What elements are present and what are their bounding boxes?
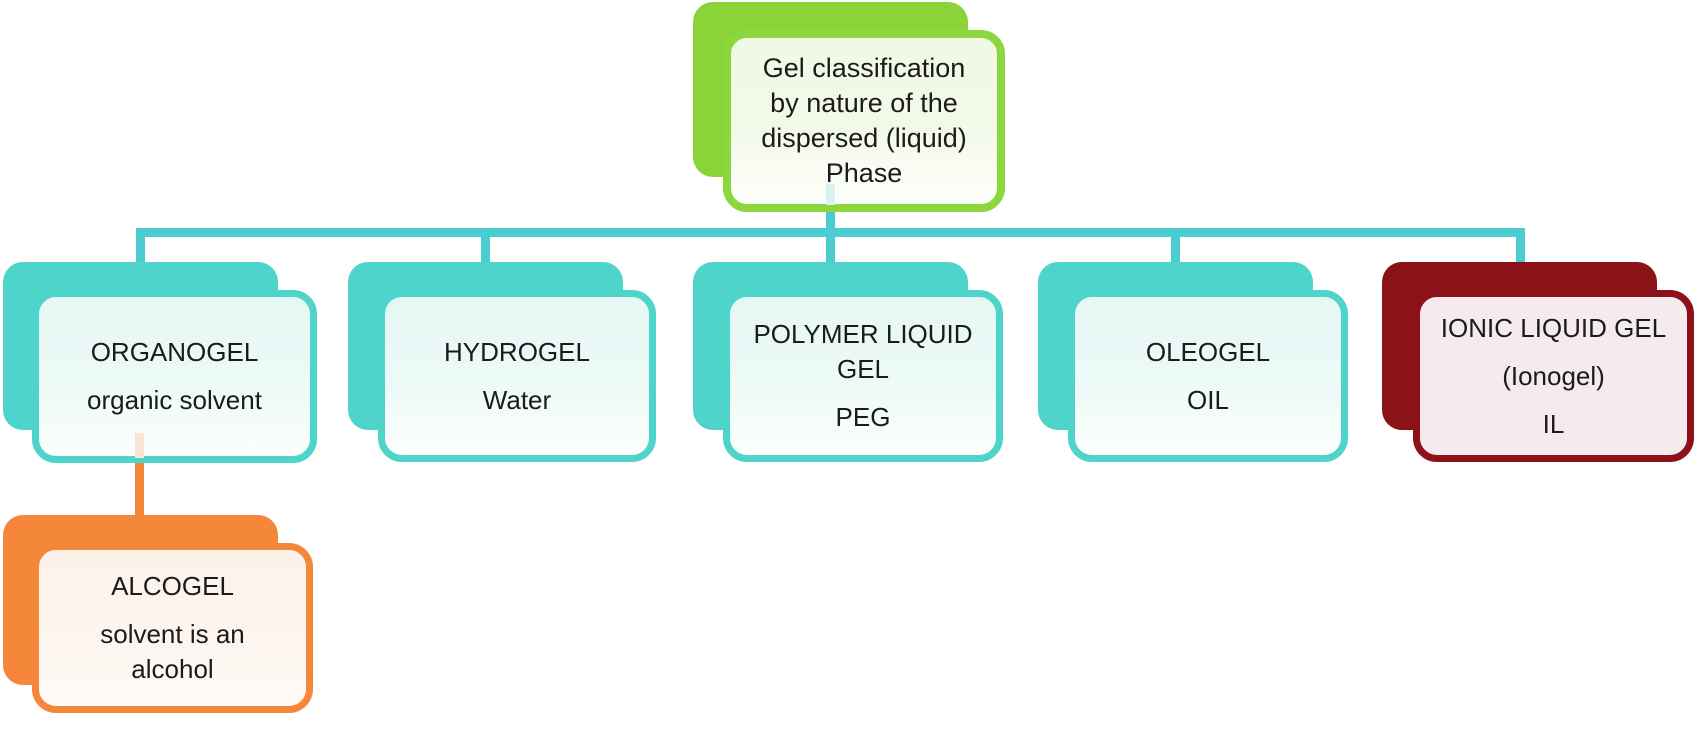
node-subtitle: solvent is an: [100, 619, 245, 649]
connector-organogel-alcogel: [135, 461, 144, 516]
connector-drop-ionic-liquid-gel: [1516, 236, 1525, 263]
root-title-line: Phase: [825, 158, 903, 188]
connector-root-trunk: [826, 209, 835, 229]
node-subtitle: (Ionogel): [1502, 360, 1605, 391]
node-title: ORGANOGEL: [90, 337, 259, 367]
card-front: IONIC LIQUID GEL (Ionogel) IL: [1413, 290, 1694, 462]
connector-ghost-through-organogel-card: [135, 433, 144, 458]
node-title: ALCOGEL: [111, 571, 234, 601]
node-title: HYDROGEL: [444, 336, 590, 367]
node-subtitle: IL: [1542, 408, 1565, 439]
card-front: HYDROGEL Water: [378, 290, 656, 462]
root-title-line: Gel classification: [762, 53, 966, 83]
node-subtitle: Water: [482, 384, 552, 415]
card-front: POLYMER LIQUID GEL PEG: [723, 290, 1003, 462]
node-subtitle: OIL: [1187, 384, 1229, 415]
card-front: ORGANOGEL organic solvent: [32, 290, 317, 463]
root-title-line: dispersed (liquid): [761, 123, 967, 153]
connector-drop-organogel: [136, 236, 145, 263]
connector-drop-hydrogel: [481, 236, 490, 263]
node-subtitle: organic solvent: [87, 385, 262, 415]
connector-rail: [136, 228, 1525, 237]
node-subtitle: PEG: [835, 402, 891, 432]
card-front: Gel classification by nature of the disp…: [723, 30, 1005, 212]
connector-ghost-through-root-card: [826, 184, 835, 205]
card-front: ALCOGEL solvent is an alcohol: [32, 543, 313, 713]
card-front: OLEOGEL OIL: [1068, 290, 1348, 462]
connector-drop-oleogel: [1171, 236, 1180, 263]
node-title: OLEOGEL: [1145, 336, 1271, 367]
node-title: GEL: [836, 354, 890, 384]
node-title: IONIC LIQUID GEL: [1440, 312, 1667, 343]
node-subtitle: alcohol: [131, 654, 214, 684]
root-title-line: by nature of the: [770, 88, 958, 118]
node-title: POLYMER LIQUID: [753, 319, 973, 349]
connector-drop-polymer-liquid-gel: [826, 236, 835, 263]
